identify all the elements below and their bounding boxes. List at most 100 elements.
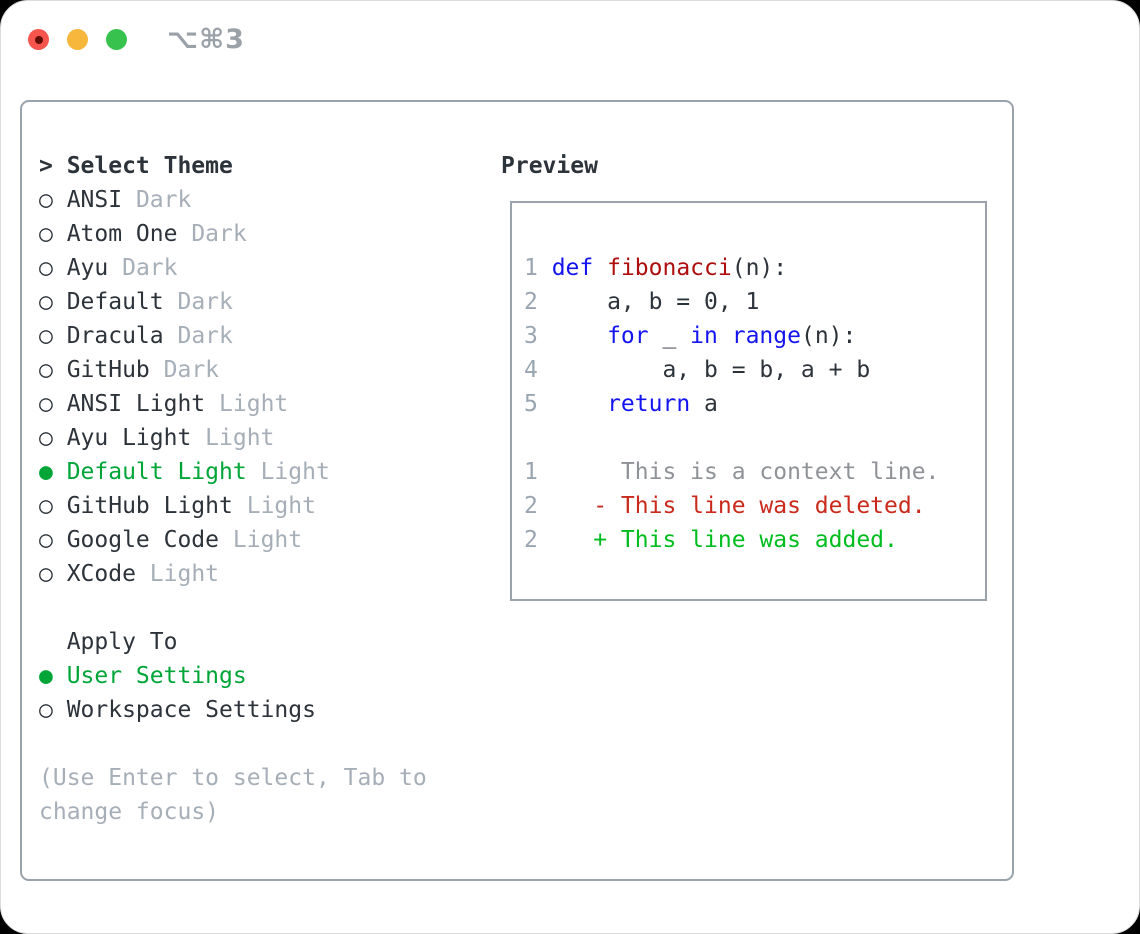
apply-to-title: Apply To — [66, 629, 178, 655]
traffic-lights — [28, 29, 127, 50]
theme-name: Google Code — [66, 527, 220, 553]
theme-option-ayu[interactable]: ○ Ayu Dark — [39, 251, 427, 285]
preview-line: 5 return a — [524, 387, 985, 421]
code-token — [718, 323, 732, 349]
theme-name: GitHub — [66, 357, 150, 383]
theme-variant: Light — [149, 561, 220, 587]
theme-name: ANSI — [66, 187, 123, 213]
radio-unselected-icon: ○ — [39, 527, 53, 553]
code-token — [593, 255, 607, 281]
theme-option-ansi[interactable]: ○ANSI Dark — [39, 183, 427, 217]
radio-unselected-icon: ○ — [39, 323, 53, 349]
theme-picker-left-column: >Select Theme ○ANSI Dark○Atom One Dark○A… — [39, 149, 427, 829]
radio-unselected-icon: ○ — [39, 221, 53, 247]
preview-line: 2 - This line was deleted. — [524, 489, 985, 523]
theme-picker-panel: >Select Theme ○ANSI Dark○Atom One Dark○A… — [20, 100, 1014, 881]
blank-line — [524, 421, 985, 455]
theme-name: GitHub Light — [66, 493, 233, 519]
apply-option-workspace-settings[interactable]: ○ Workspace Settings — [39, 693, 427, 727]
close-button-icon[interactable] — [28, 29, 49, 50]
theme-variant: Dark — [191, 221, 247, 247]
theme-option-google-code[interactable]: ○ Google Code Light — [39, 523, 427, 557]
select-theme-header: > Select Theme — [39, 149, 427, 183]
apply-to-list: ● User Settings ○ Workspace Settings — [39, 659, 427, 727]
radio-unselected-icon: ○ — [39, 425, 53, 451]
theme-variant: Dark — [177, 323, 233, 349]
theme-option-dracula[interactable]: ○ Dracula Dark — [39, 319, 427, 353]
theme-name: XCode — [66, 561, 136, 587]
theme-option-github-light[interactable]: ○ GitHub Light Light — [39, 489, 427, 523]
theme-variant: Light — [246, 493, 316, 519]
select-theme-title: Select Theme — [66, 153, 233, 179]
theme-option-xcode[interactable]: ○ XCode Light — [39, 557, 427, 591]
radio-unselected-icon: ○ — [39, 255, 53, 281]
apply-option-label: User Settings — [66, 663, 247, 689]
radio-unselected-icon: ○ — [39, 357, 53, 383]
theme-name: ANSI Light — [66, 391, 206, 417]
theme-option-default-light[interactable]: ●Default Light Light — [39, 455, 427, 489]
theme-name: Ayu Light — [66, 425, 192, 451]
line-number: 4 — [524, 357, 538, 383]
code-token: def — [551, 255, 594, 281]
line-number: 2 — [524, 289, 538, 315]
theme-variant: Light — [232, 527, 303, 553]
spacer — [39, 727, 427, 761]
theme-variant: Light — [260, 459, 330, 485]
window-shortcut-label: ⌥⌘3 — [167, 24, 245, 55]
radio-unselected-icon: ○ — [39, 493, 53, 519]
radio-unselected-icon: ○ — [39, 697, 53, 723]
theme-option-ansi-light[interactable]: ○ANSI Light Light — [39, 387, 427, 421]
code-token: in — [690, 323, 718, 349]
line-number: 1 — [524, 255, 538, 281]
help-text-line-1: (Use Enter to select, Tab to — [39, 765, 427, 791]
minimize-button-icon[interactable] — [67, 29, 88, 50]
theme-variant: Light — [219, 391, 289, 417]
code-token: range — [731, 323, 801, 349]
theme-variant: Dark — [177, 289, 233, 315]
theme-name: Ayu — [66, 255, 109, 281]
theme-option-github[interactable]: ○ GitHub Dark — [39, 353, 427, 387]
radio-unselected-icon: ○ — [39, 187, 53, 213]
theme-variant: Dark — [122, 255, 178, 281]
radio-selected-icon: ● — [39, 663, 53, 689]
preview-line: 2 a, b = 0, 1 — [524, 285, 985, 319]
code-token: a — [690, 391, 718, 417]
apply-option-label: Workspace Settings — [66, 697, 316, 723]
apply-option-user-settings[interactable]: ● User Settings — [39, 659, 427, 693]
code-token — [552, 323, 607, 349]
code-token: a, b = b, a + b — [551, 357, 871, 383]
theme-name: Atom One — [66, 221, 178, 247]
line-number: 2 — [524, 527, 538, 553]
spacer — [39, 591, 427, 625]
preview-line: 3 for _ in range(n): — [524, 319, 985, 353]
preview-line: 4 a, b = b, a + b — [524, 353, 985, 387]
code-token: (n): — [731, 255, 788, 281]
preview-title: Preview — [501, 153, 598, 179]
preview-line: 1 def fibonacci(n): — [524, 251, 985, 285]
line-number: 5 — [524, 391, 538, 417]
preview-line: 2 + This line was added. — [524, 523, 985, 557]
line-number: 1 — [524, 459, 538, 485]
code-token — [552, 391, 607, 417]
code-token: a, b = 0, 1 — [551, 289, 760, 315]
theme-option-default[interactable]: ○Default Dark — [39, 285, 427, 319]
code-token: (n): — [800, 323, 857, 349]
focus-prompt-icon: > — [39, 153, 53, 179]
theme-name: Dracula — [66, 323, 164, 349]
code-token: fibonacci — [607, 255, 732, 281]
theme-variant: Dark — [163, 357, 220, 383]
theme-option-ayu-light[interactable]: ○Ayu Light Light — [39, 421, 427, 455]
theme-name: Default — [66, 289, 164, 315]
theme-option-atom-one[interactable]: ○ Atom One Dark — [39, 217, 427, 251]
radio-unselected-icon: ○ — [39, 561, 53, 587]
code-token: This is a context line. — [551, 459, 940, 485]
theme-name: Default Light — [66, 459, 247, 485]
code-token: + This line was added. — [551, 527, 898, 553]
help-text-line-2: change focus) — [39, 799, 220, 825]
code-token: _ — [648, 323, 691, 349]
zoom-button-icon[interactable] — [106, 29, 127, 50]
line-number: 3 — [524, 323, 538, 349]
